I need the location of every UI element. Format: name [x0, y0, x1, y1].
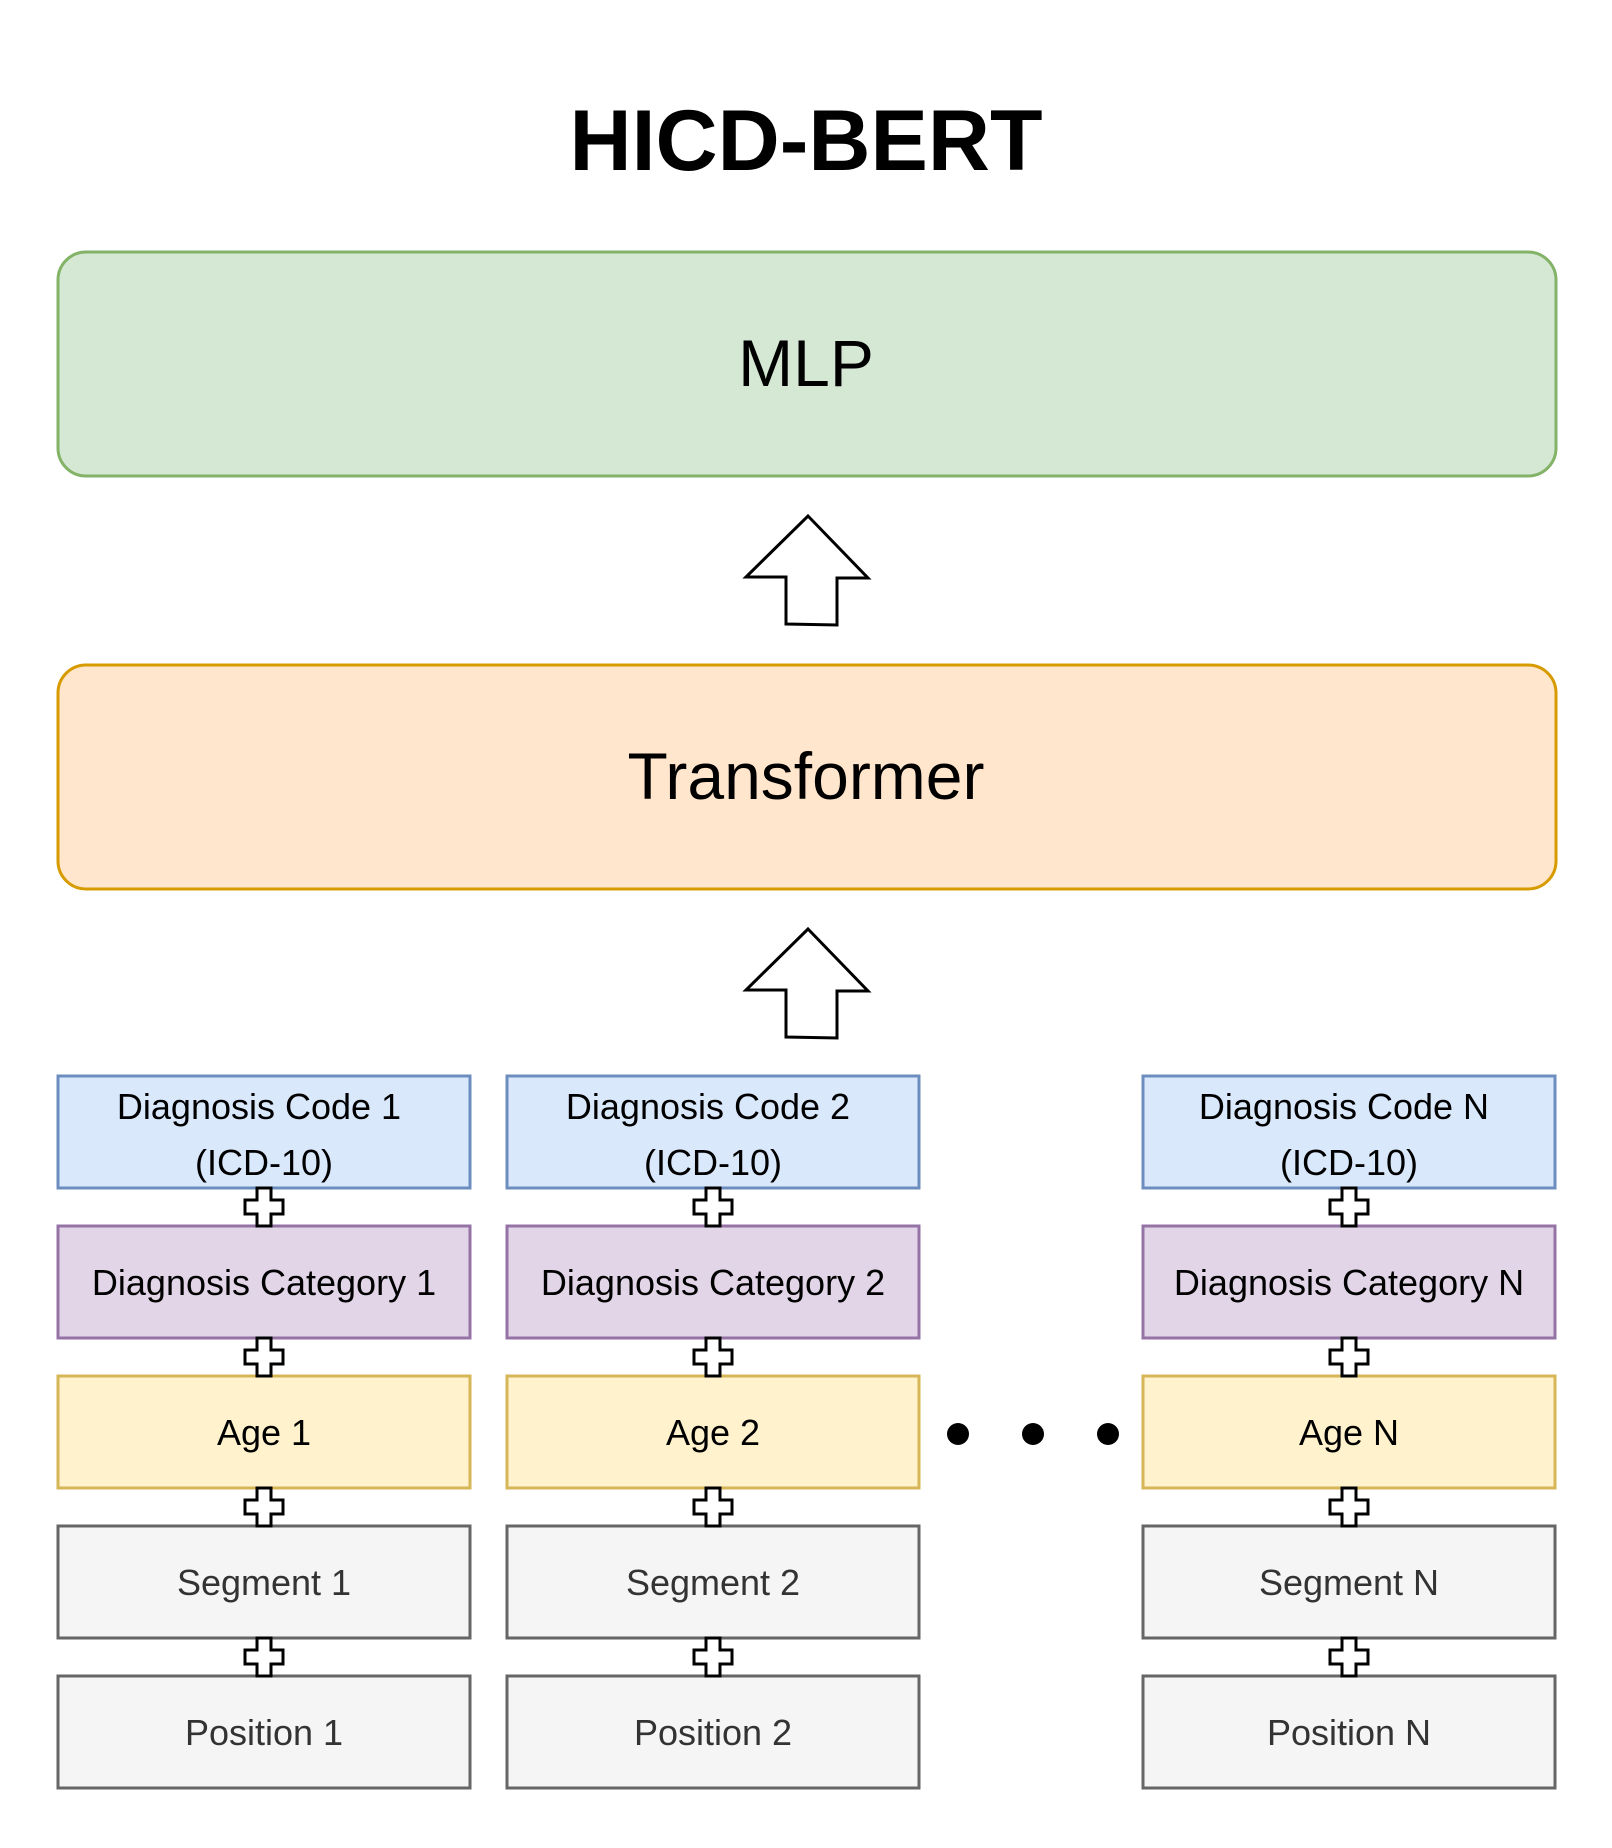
- diagnosis-category-box: [1141, 1224, 1557, 1340]
- embedding-column-2: Diagnosis Code 2 (ICD-10) Diagnosis Cate…: [505, 1074, 921, 1790]
- age-box: [1141, 1374, 1557, 1490]
- ellipsis-dot: [1022, 1423, 1044, 1445]
- segment-label: Segment 2: [626, 1562, 800, 1603]
- ellipsis-dot: [1097, 1423, 1119, 1445]
- age-label: Age 2: [666, 1412, 760, 1453]
- position-label: Position N: [1267, 1712, 1431, 1753]
- diagnosis-code-line: (ICD-10): [644, 1142, 782, 1183]
- plus-icon: [692, 1636, 734, 1678]
- diagnosis-category-box: [505, 1224, 921, 1340]
- diagnosis-category-label: Diagnosis Category N: [1174, 1262, 1524, 1303]
- diagram-title: HICD-BERT: [570, 93, 1043, 189]
- position-box: [1141, 1674, 1557, 1790]
- diagnosis-code-label: Diagnosis Code 1 (ICD-10): [117, 1086, 411, 1183]
- transformer-box: [56, 663, 1558, 891]
- plus-icon: [243, 1636, 285, 1678]
- plus-icon: [243, 1336, 285, 1378]
- diagnosis-code-line: Diagnosis Code 2: [566, 1086, 850, 1127]
- diagnosis-category-label: Diagnosis Category 2: [541, 1262, 885, 1303]
- embedding-column-n: Diagnosis Code N (ICD-10) Diagnosis Cate…: [1141, 1074, 1557, 1790]
- plus-icon: [243, 1486, 285, 1528]
- mlp-box: [56, 250, 1558, 478]
- ellipsis-dot: [947, 1423, 969, 1445]
- diagnosis-code-line: Diagnosis Code 1: [117, 1086, 401, 1127]
- age-label: Age N: [1299, 1412, 1399, 1453]
- up-arrow-icon: [742, 513, 872, 627]
- age-label: Age 1: [217, 1412, 311, 1453]
- diagnosis-category-label: Diagnosis Category 1: [92, 1262, 436, 1303]
- diagnosis-code-label: Diagnosis Code 2 (ICD-10): [566, 1086, 860, 1183]
- age-box: [505, 1374, 921, 1490]
- diagnosis-code-box: [1141, 1074, 1557, 1190]
- plus-icon: [692, 1186, 734, 1228]
- position-box: [505, 1674, 921, 1790]
- position-label: Position 1: [185, 1712, 343, 1753]
- mlp-label: MLP: [738, 326, 874, 400]
- diagnosis-code-line: (ICD-10): [1280, 1142, 1418, 1183]
- plus-icon: [1328, 1486, 1370, 1528]
- plus-icon: [692, 1486, 734, 1528]
- diagnosis-code-line: (ICD-10): [195, 1142, 333, 1183]
- plus-icon: [1328, 1186, 1370, 1228]
- segment-label: Segment N: [1259, 1562, 1439, 1603]
- embedding-column-1: Diagnosis Code 1 (ICD-10) Diagnosis Cate…: [56, 1074, 472, 1790]
- up-arrow-icon: [742, 926, 872, 1040]
- plus-icon: [1328, 1336, 1370, 1378]
- diagnosis-code-label: Diagnosis Code N (ICD-10): [1199, 1086, 1499, 1183]
- segment-box: [505, 1524, 921, 1640]
- mlp-block: MLP: [56, 250, 1558, 478]
- plus-icon: [1328, 1636, 1370, 1678]
- segment-label: Segment 1: [177, 1562, 351, 1603]
- transformer-block: Transformer: [56, 663, 1558, 891]
- plus-icon: [692, 1336, 734, 1378]
- transformer-label: Transformer: [628, 739, 985, 813]
- position-label: Position 2: [634, 1712, 792, 1753]
- position-box: [56, 1674, 472, 1790]
- diagnosis-code-line: Diagnosis Code N: [1199, 1086, 1489, 1127]
- plus-icon: [243, 1186, 285, 1228]
